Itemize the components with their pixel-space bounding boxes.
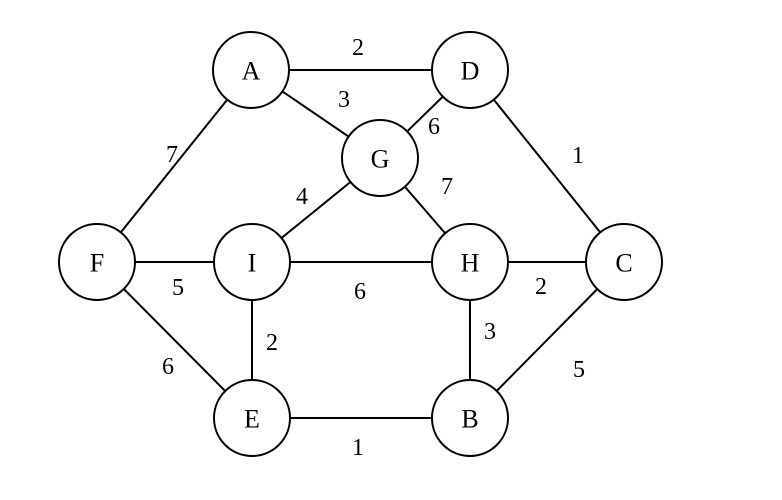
node-circle-e xyxy=(213,379,291,457)
node-c: C xyxy=(585,223,663,301)
node-label-d: D xyxy=(461,57,480,86)
edge-weight-c-b: 5 xyxy=(573,357,585,383)
edge-weight-h-c: 2 xyxy=(535,274,547,300)
node-h: H xyxy=(431,223,509,301)
node-label-i: I xyxy=(248,249,257,278)
node-circle-g xyxy=(341,119,419,197)
edge-weight-e-b: 1 xyxy=(352,435,364,461)
node-label-a: A xyxy=(242,57,261,86)
node-circle-f xyxy=(58,223,136,301)
node-circle-h xyxy=(431,223,509,301)
edge-weight-h-b: 3 xyxy=(484,319,496,345)
node-label-b: B xyxy=(461,405,478,434)
node-label-c: C xyxy=(615,249,632,278)
node-b: B xyxy=(431,379,509,457)
edge-weight-f-i: 5 xyxy=(172,275,184,301)
node-circle-a xyxy=(212,31,290,109)
edges-layer xyxy=(96,69,625,419)
node-g: G xyxy=(341,119,419,197)
edge-weight-a-g: 3 xyxy=(338,87,350,113)
edge-weight-i-h: 6 xyxy=(354,279,366,305)
node-label-g: G xyxy=(371,145,390,174)
node-f: F xyxy=(58,223,136,301)
node-label-f: F xyxy=(90,249,104,278)
node-i: I xyxy=(213,223,291,301)
node-circle-i xyxy=(213,223,291,301)
node-circle-c xyxy=(585,223,663,301)
edge-weight-f-e: 6 xyxy=(162,354,174,380)
node-label-e: E xyxy=(244,405,260,434)
nodes-layer: A D G F I H C E B xyxy=(58,31,663,457)
edge-d-c xyxy=(469,69,625,263)
node-a: A xyxy=(212,31,290,109)
edge-weight-d-g: 6 xyxy=(428,114,440,140)
edge-weight-d-c: 1 xyxy=(572,143,584,169)
node-circle-d xyxy=(431,31,509,109)
edge-weight-g-i: 4 xyxy=(296,184,308,210)
edge-weight-g-h: 7 xyxy=(441,174,453,200)
edge-weight-i-e: 2 xyxy=(266,330,278,356)
node-label-h: H xyxy=(461,249,480,278)
node-circle-b xyxy=(431,379,509,457)
node-d: D xyxy=(431,31,509,109)
node-e: E xyxy=(213,379,291,457)
edge-weight-a-d: 2 xyxy=(352,35,364,61)
edge-a-f xyxy=(96,69,252,263)
edge-weight-a-f: 7 xyxy=(166,142,178,168)
